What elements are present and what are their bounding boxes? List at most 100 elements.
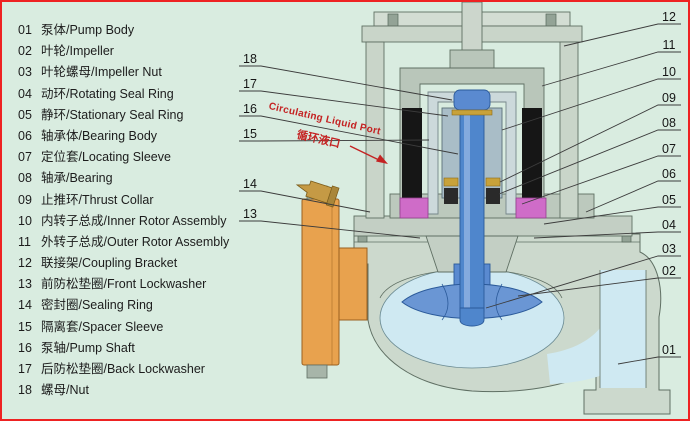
part-label: 隔离套/Spacer Sleeve <box>41 319 164 334</box>
seal-ring <box>399 197 429 219</box>
leader-line-14 <box>239 190 371 213</box>
parts-list-item: 01 泵体/Pump Body <box>18 20 229 41</box>
callout-15: 15 <box>243 127 257 141</box>
callout-12: 12 <box>662 10 676 24</box>
part-number: 18 <box>18 383 32 398</box>
coupling-bracket <box>361 11 583 219</box>
part-label: 密封圈/Sealing Ring <box>41 298 153 313</box>
part-label: 内转子总成/Inner Rotor Assembly <box>41 213 227 228</box>
part-label: 联接架/Coupling Bracket <box>41 256 178 271</box>
leader-line-11 <box>541 51 681 87</box>
parts-list-item: 03 叶轮螺母/Impeller Nut <box>18 62 229 83</box>
part-number: 11 <box>18 234 31 249</box>
part-label: 螺母/Nut <box>41 383 89 398</box>
part-number: 15 <box>18 319 32 334</box>
part-label: 泵轴/Pump Shaft <box>41 340 135 355</box>
callout-05: 05 <box>662 193 676 207</box>
callout-08: 08 <box>662 116 676 130</box>
callout-06: 06 <box>662 167 676 181</box>
leader-line-08 <box>498 129 681 195</box>
shaft-nut <box>453 89 491 111</box>
back-lockwasher <box>451 109 493 116</box>
part-number: 09 <box>18 192 32 207</box>
part-number: 13 <box>18 277 32 292</box>
parts-list-item: 12 联接架/Coupling Bracket <box>18 253 229 274</box>
outer-magnet <box>522 108 542 208</box>
leader-line-12 <box>563 23 681 47</box>
leader-line-15 <box>239 139 430 142</box>
flange-bolt <box>306 364 328 379</box>
parts-list-item: 11 外转子总成/Outer Rotor Assembly <box>18 232 229 253</box>
part-label: 定位套/Locating Sleeve <box>41 150 171 165</box>
part-label: 叶轮螺母/Impeller Nut <box>41 65 162 80</box>
bearing <box>444 188 458 204</box>
parts-list-item: 13 前防松垫圈/Front Lockwasher <box>18 274 229 295</box>
parts-list-item: 09 止推环/Thrust Collar <box>18 190 229 211</box>
leader-line-10 <box>501 78 681 131</box>
thrust-collar <box>485 177 501 187</box>
part-label: 动环/Rotating Seal Ring <box>41 86 174 101</box>
callout-16: 16 <box>243 102 257 116</box>
callout-01: 01 <box>662 343 676 357</box>
leader-line-06 <box>585 180 681 213</box>
bearing <box>486 188 500 204</box>
leader-line-09 <box>499 104 681 183</box>
leader-line-02 <box>517 277 681 297</box>
callout-07: 07 <box>662 142 676 156</box>
leader-line-17 <box>239 90 449 117</box>
part-number: 10 <box>18 213 32 228</box>
leader-lines <box>239 23 681 365</box>
leader-line-05 <box>543 206 681 225</box>
part-number: 14 <box>18 298 32 313</box>
callout-13: 13 <box>243 207 257 221</box>
part-label: 静环/Stationary Seal Ring <box>41 107 184 122</box>
circulating-port-fitting <box>295 180 340 208</box>
parts-list-item: 18 螺母/Nut <box>18 380 229 401</box>
part-label: 外转子总成/Outer Rotor Assembly <box>41 234 230 249</box>
impeller-nut <box>459 307 485 327</box>
part-number: 03 <box>18 65 32 80</box>
outer-magnet <box>402 108 422 208</box>
leader-line-13 <box>239 220 421 239</box>
leader-line-07 <box>521 155 681 205</box>
part-label: 前防松垫圈/Front Lockwasher <box>41 277 207 292</box>
parts-list-item: 04 动环/Rotating Seal Ring <box>18 84 229 105</box>
part-number: 04 <box>18 86 32 101</box>
motor-shaft <box>461 2 483 55</box>
part-number: 12 <box>18 256 32 271</box>
part-number: 16 <box>18 340 32 355</box>
callout-18: 18 <box>243 52 257 66</box>
callout-03: 03 <box>662 242 676 256</box>
pump-shaft <box>451 89 493 313</box>
parts-list-item: 14 密封圈/Sealing Ring <box>18 295 229 316</box>
suction-flange <box>295 180 368 379</box>
part-label: 后防松垫圈/Back Lockwasher <box>41 362 205 376</box>
parts-list-item: 05 静环/Stationary Seal Ring <box>18 105 229 126</box>
part-number: 05 <box>18 107 32 122</box>
leader-line-01 <box>617 356 681 365</box>
spacer-sleeve <box>427 91 517 215</box>
part-label: 止推环/Thrust Collar <box>41 192 154 207</box>
part-number: 02 <box>18 44 32 59</box>
callout-09: 09 <box>662 91 676 105</box>
callout-17: 17 <box>243 77 257 91</box>
bracket-bolt <box>387 13 399 27</box>
leader-line-18 <box>239 65 453 101</box>
part-number: 08 <box>18 171 32 186</box>
parts-list-item: 15 隔离套/Spacer Sleeve <box>18 317 229 338</box>
part-number: 01 <box>18 23 32 37</box>
part-label: 叶轮/Impeller <box>41 44 114 59</box>
thrust-collar <box>443 177 459 187</box>
part-label: 泵体/Pump Body <box>41 23 135 37</box>
parts-list-item: 10 内转子总成/Inner Rotor Assembly <box>18 211 229 232</box>
parts-list: 01 泵体/Pump Body 02 叶轮/Impeller 03 叶轮螺母/Impell… <box>18 20 229 401</box>
parts-list-item: 02 叶轮/Impeller <box>18 41 229 62</box>
part-number: 17 <box>18 362 32 376</box>
leader-line-04 <box>533 231 681 239</box>
leader-line-03 <box>485 255 681 309</box>
